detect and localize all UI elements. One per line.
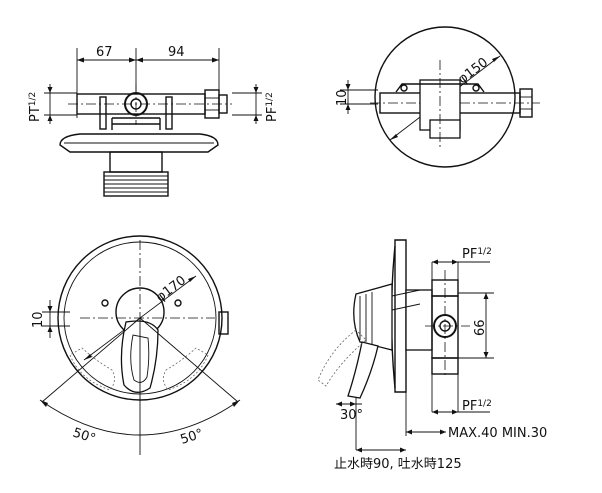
lever-length-note: 止水時90, 吐水時125 xyxy=(334,457,462,472)
angle-30: 30° xyxy=(340,408,363,423)
top-view: φ150 10 xyxy=(335,26,540,168)
angle-50-left: 50° xyxy=(71,426,98,447)
height-66: 66 xyxy=(473,319,488,336)
side-view: PF1/2 PF1/2 66 30° MAX.40 MIN.30 xyxy=(317,239,547,472)
thread-label-pf: PF1/2 xyxy=(265,92,280,122)
thread-label-pf-bottom: PF1/2 xyxy=(462,399,492,414)
thread-label-pf-top: PF1/2 xyxy=(462,247,492,262)
dim-67: 67 xyxy=(96,45,113,60)
offset-10-top: 10 xyxy=(335,89,350,106)
angle-50-right: 50° xyxy=(179,426,206,447)
dim-94: 94 xyxy=(168,45,185,60)
front-view: 67 94 PT1/2 PF1/2 xyxy=(28,45,280,197)
diameter-150: φ150 xyxy=(455,55,491,87)
diameter-170: φ170 xyxy=(153,273,189,305)
handle-front-view: φ170 10 50° 50° xyxy=(31,235,241,455)
projection-max-min: MAX.40 MIN.30 xyxy=(448,426,547,441)
offset-10-bottom: 10 xyxy=(31,311,46,328)
thread-label-pt: PT1/2 xyxy=(28,92,43,122)
